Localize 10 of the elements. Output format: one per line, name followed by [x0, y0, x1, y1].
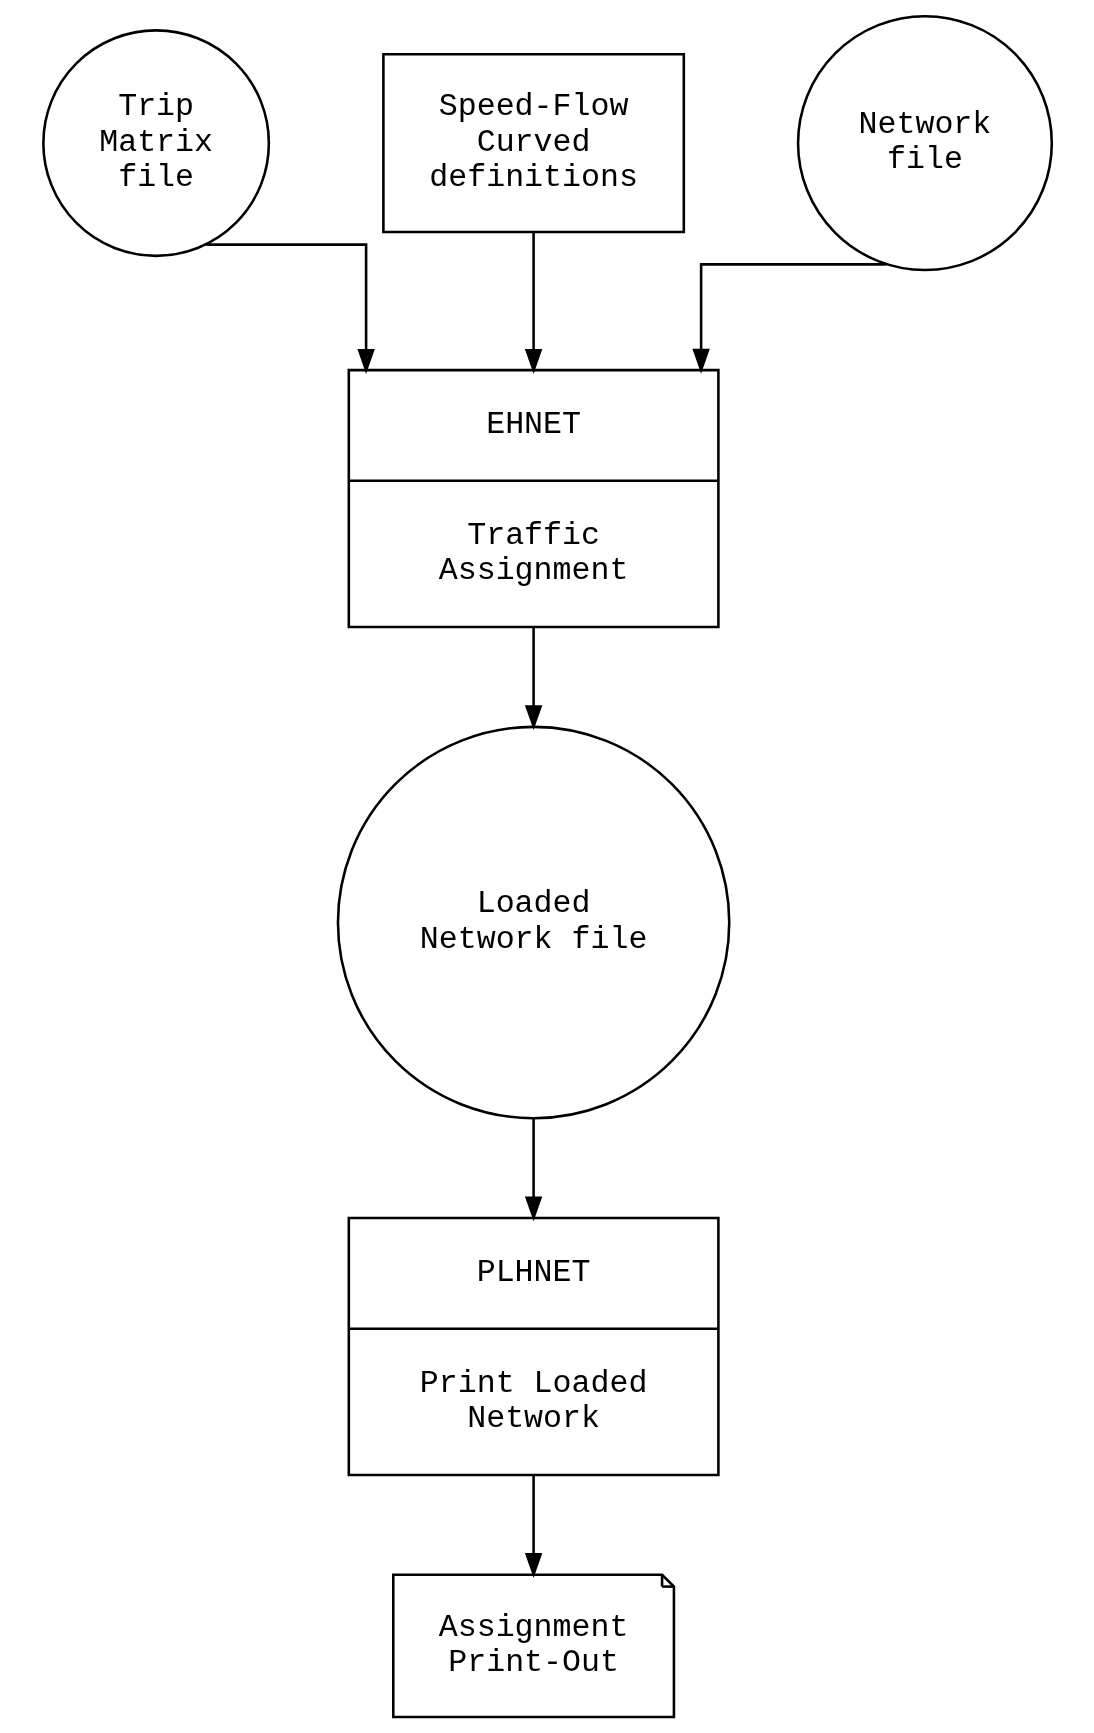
arrow	[524, 1475, 542, 1579]
node-circle: Trip Matrix file	[41, 29, 270, 258]
arrow	[205, 243, 375, 374]
arrow	[691, 263, 886, 374]
node-circle: Loaded Network file	[336, 725, 731, 1120]
node-box: Speed-Flow Curved definitions	[381, 52, 685, 234]
arrow	[524, 232, 542, 374]
arrow	[524, 627, 542, 731]
node-circle: Network file	[796, 15, 1053, 272]
arrow	[524, 1118, 542, 1222]
